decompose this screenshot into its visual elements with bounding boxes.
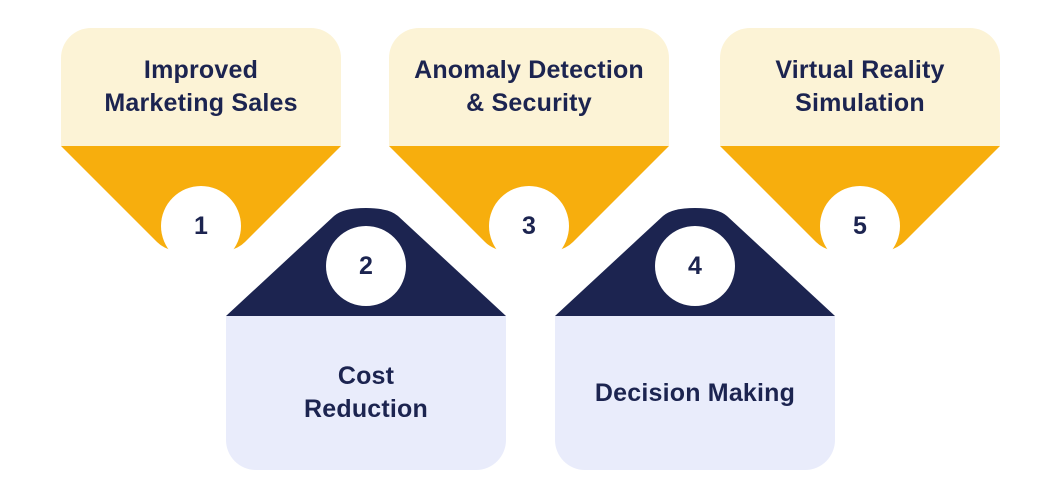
item-4-number-badge: 4 (655, 226, 735, 306)
item-4-box: Decision Making (555, 316, 835, 470)
item-2-number-badge: 2 (326, 226, 406, 306)
item-3-label: Anomaly Detection & Security (414, 56, 644, 117)
item-1-number: 1 (194, 211, 208, 240)
item-1-number-badge: 1 (161, 186, 241, 266)
item-5-number: 5 (853, 211, 867, 240)
item-1-label: Improved Marketing Sales (104, 56, 298, 117)
item-3-number: 3 (522, 211, 536, 240)
item-2-label: Cost Reduction (303, 362, 429, 423)
item-3-card: Anomaly Detection & Security 3 (389, 28, 669, 266)
item-5-number-badge: 5 (820, 186, 900, 266)
item-2-card: 2 Cost Reduction (226, 208, 506, 470)
item-4-number: 4 (688, 251, 702, 280)
item-1-card: Improved Marketing Sales 1 (61, 28, 341, 266)
item-5-box: Virtual Reality Simulation (720, 28, 1000, 146)
item-5-label: Virtual Reality Simulation (775, 56, 945, 117)
item-2-box: Cost Reduction (226, 316, 506, 470)
item-3-box: Anomaly Detection & Security (389, 28, 669, 146)
item-5-card: Virtual Reality Simulation 5 (720, 28, 1000, 266)
item-3-number-badge: 3 (489, 186, 569, 266)
item-1-box: Improved Marketing Sales (61, 28, 341, 146)
item-2-number: 2 (359, 251, 373, 280)
item-4-label: Decision Making (594, 378, 796, 407)
item-4-card: 4 Decision Making (555, 208, 835, 470)
